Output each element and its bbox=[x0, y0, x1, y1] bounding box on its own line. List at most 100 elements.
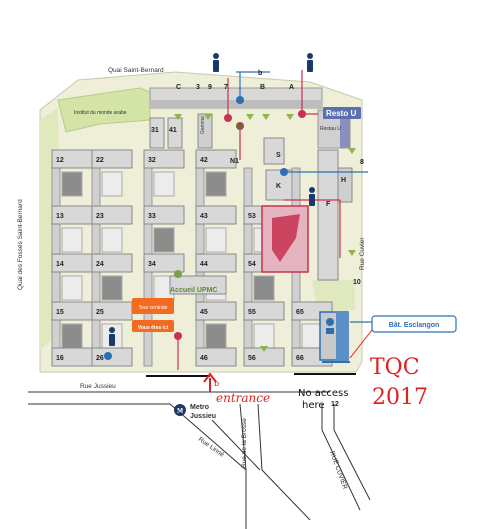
label-54: 54 bbox=[248, 261, 256, 268]
building-34 bbox=[143, 253, 185, 273]
resto-u-accent bbox=[340, 110, 350, 148]
esclangon-callout: Bât. Esclangon bbox=[371, 315, 457, 333]
label-33: 33 bbox=[148, 213, 156, 220]
markers bbox=[104, 96, 334, 360]
label-46: 46 bbox=[200, 355, 208, 362]
metro-station[interactable]: M Metro Jussieu bbox=[174, 404, 216, 420]
building-45 bbox=[195, 301, 237, 321]
marker-dot-5 bbox=[236, 122, 244, 130]
label-41: 41 bbox=[169, 127, 177, 134]
label-8: 8 bbox=[360, 159, 364, 166]
marker-dot-7 bbox=[104, 352, 112, 360]
label-24: 24 bbox=[96, 261, 104, 268]
esclangon-door bbox=[326, 328, 334, 334]
label-65: 65 bbox=[296, 309, 304, 316]
label-14: 14 bbox=[56, 261, 64, 268]
courtyard-block bbox=[253, 323, 275, 349]
marker-dot-2 bbox=[298, 110, 306, 118]
label-22: 22 bbox=[96, 157, 104, 164]
label-b: B bbox=[260, 84, 265, 91]
label-7: 7 bbox=[224, 84, 228, 91]
courtyard-block bbox=[153, 171, 175, 197]
building-h bbox=[337, 167, 353, 203]
pedestrian-icon bbox=[109, 327, 115, 346]
building-43 bbox=[195, 205, 237, 225]
annotation-no-access-1: No access bbox=[298, 388, 348, 399]
label-h: H bbox=[341, 177, 346, 184]
street-quai-fosses: Quai des Fossés Saint-Bernard bbox=[17, 199, 24, 290]
label-accueil: Accueil UPMC bbox=[170, 287, 217, 294]
courtyard-block bbox=[101, 227, 123, 253]
label-12: 12 bbox=[56, 157, 64, 164]
label-31: 31 bbox=[151, 127, 159, 134]
label-32: 32 bbox=[148, 157, 156, 164]
label-53: 53 bbox=[248, 213, 256, 220]
label-42: 42 bbox=[200, 157, 208, 164]
pedestrian-icon bbox=[213, 53, 219, 72]
label-resto-u-tag: Resto U bbox=[326, 109, 356, 118]
annotation-entrance: entrance bbox=[216, 391, 270, 405]
label-12: 12 bbox=[331, 401, 339, 408]
street-rue-brosse: Rue de la Brosse bbox=[241, 418, 248, 468]
label-c: C bbox=[176, 84, 181, 91]
entry-arrows bbox=[174, 114, 356, 352]
label-66: 66 bbox=[296, 355, 304, 362]
metro-icon bbox=[174, 404, 186, 416]
building-s bbox=[263, 137, 285, 165]
label-institut: Institut du monde arabe bbox=[74, 110, 127, 116]
label-34: 34 bbox=[148, 261, 156, 268]
label-16: 16 bbox=[56, 355, 64, 362]
label-25: 25 bbox=[96, 309, 104, 316]
courtyard-block bbox=[153, 227, 175, 253]
label-esclangon: Bât. Esclangon bbox=[389, 322, 440, 329]
marker-dot-6 bbox=[174, 332, 182, 340]
building-top-roof bbox=[150, 100, 322, 108]
courtyard-block bbox=[61, 323, 83, 349]
tour-centrale-badge: Tour centrale Vous êtes ici bbox=[132, 298, 174, 332]
courtyard-block bbox=[205, 171, 227, 197]
label-10: 10 bbox=[353, 279, 361, 286]
annotation-no-access-2: here bbox=[302, 400, 325, 411]
marker-dot-1 bbox=[224, 114, 232, 122]
street-rue-cuvier-lower: RUE CUVIER bbox=[328, 450, 348, 490]
label-3: 3 bbox=[196, 84, 200, 91]
courtyard-block bbox=[101, 275, 123, 301]
street-rue-jussieu: Rue Jussieu bbox=[80, 383, 116, 390]
annotation-marker-b: b bbox=[214, 379, 219, 388]
label-23: 23 bbox=[96, 213, 104, 220]
building-22 bbox=[91, 149, 133, 169]
label-13: 13 bbox=[56, 213, 64, 220]
esclangon-accent bbox=[336, 312, 348, 360]
courtyard-block bbox=[61, 275, 83, 301]
courtyard-block bbox=[205, 227, 227, 253]
label-15: 15 bbox=[56, 309, 64, 316]
pedestrian-icon bbox=[307, 53, 313, 72]
label-44: 44 bbox=[200, 261, 208, 268]
label-metro-station: Jussieu bbox=[190, 413, 216, 420]
label-b-small: b bbox=[258, 70, 262, 77]
tour-centrale-label: Tour centrale bbox=[139, 305, 168, 311]
label-metro: Metro bbox=[190, 404, 209, 411]
building-46 bbox=[195, 347, 237, 367]
pedestrian-icons bbox=[109, 53, 315, 346]
courtyard-block bbox=[253, 275, 275, 301]
street-quai-saint-bernard: Quai Saint-Bernard bbox=[108, 67, 164, 74]
building-41 bbox=[167, 117, 183, 149]
label-a: A bbox=[289, 84, 294, 91]
building-f bbox=[317, 149, 339, 281]
vous-etes-ici-label: Vous êtes ici bbox=[138, 325, 169, 331]
building-23 bbox=[91, 205, 133, 225]
building-32 bbox=[143, 149, 185, 169]
courtyard-block bbox=[61, 171, 83, 197]
label-43: 43 bbox=[200, 213, 208, 220]
label-55: 55 bbox=[248, 309, 256, 316]
label-26: 26 bbox=[96, 355, 104, 362]
pedestrian-icon bbox=[309, 187, 315, 206]
courtyard-block bbox=[101, 171, 123, 197]
marker-dot-4 bbox=[280, 168, 288, 176]
label-56: 56 bbox=[248, 355, 256, 362]
label-gamma: Gamma bbox=[200, 116, 206, 134]
building-26 bbox=[91, 347, 133, 367]
courtyard-block bbox=[205, 323, 227, 349]
